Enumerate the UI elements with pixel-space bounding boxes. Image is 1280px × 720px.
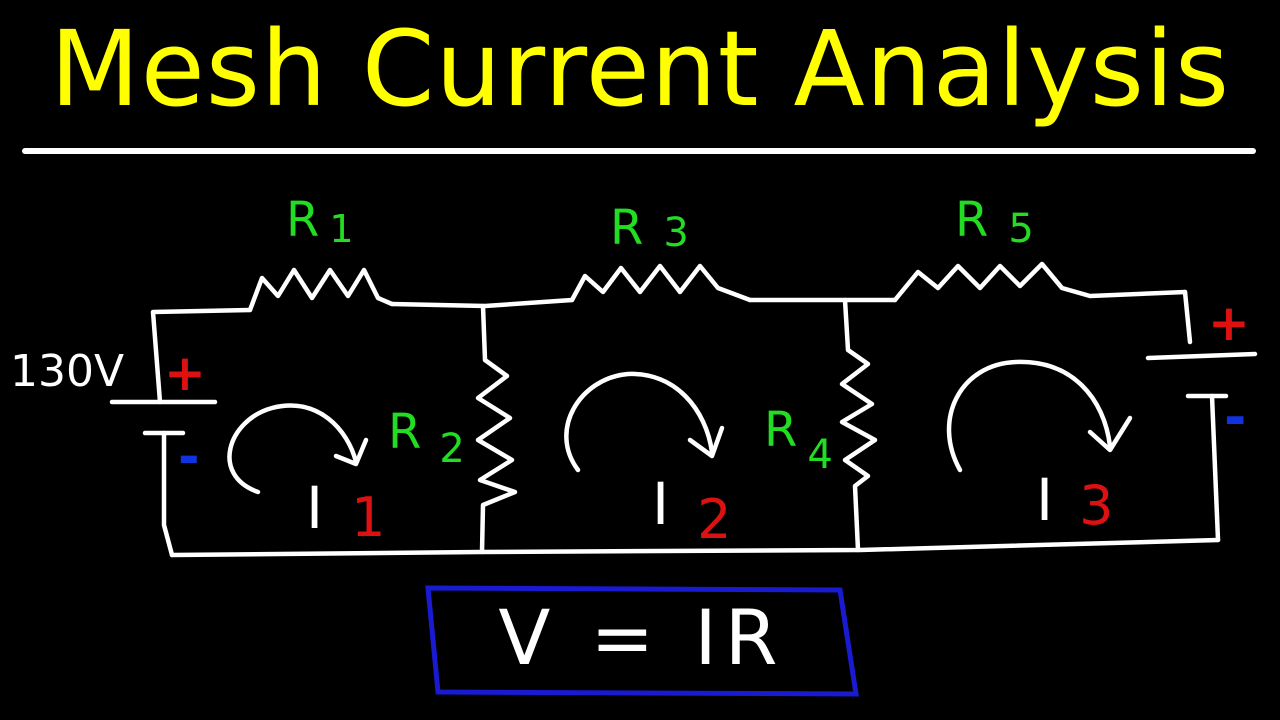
wire-bottom: [169, 537, 1221, 558]
mesh-current-i1-letter: I: [306, 474, 323, 542]
wire-right-top: [1182, 289, 1193, 345]
wire-left-top: [150, 307, 253, 405]
resistor-r2: [475, 303, 518, 555]
resistor-r2-subscript: 2: [439, 426, 464, 472]
resistor-r3-subscript: 3: [663, 210, 688, 256]
mesh-current-i2-letter: I: [652, 470, 669, 538]
mesh-current-i3-subscript: 3: [1079, 474, 1113, 537]
resistor-r5-subscript: 5: [1008, 206, 1033, 252]
wire-left-bottom: [161, 430, 175, 558]
left-plus-sign: +: [164, 344, 206, 402]
resistor-r3-letter: R: [610, 200, 643, 256]
mesh-arrow-3-head: [1087, 415, 1133, 453]
source-voltage-label: 130V: [10, 346, 124, 397]
resistor-r4-letter: R: [764, 402, 797, 458]
wire-right-bottom: [1209, 393, 1221, 543]
page-title: Mesh Current Analysis: [49, 8, 1231, 130]
resistor-r1-letter: R: [286, 192, 319, 248]
mesh-current-i2-subscript: 2: [697, 488, 731, 551]
title-underline: [22, 148, 1256, 154]
right-minus-sign: -: [1224, 386, 1246, 449]
mesh-arrow-3: [946, 359, 1113, 473]
mesh-arrow-1-head: [333, 437, 369, 467]
mesh-arrow-2: [564, 371, 715, 473]
resistor-r3: [569, 263, 753, 303]
resistor-r4: [839, 297, 878, 553]
resistor-r4-subscript: 4: [807, 432, 832, 478]
resistor-r5: [892, 261, 1188, 303]
right-plus-sign: +: [1208, 294, 1250, 352]
resistor-r1: [247, 267, 395, 313]
battery-right-long-plate: [1145, 351, 1258, 361]
mesh-arrow-2-head: [687, 425, 725, 459]
mesh-current-i1-subscript: 1: [351, 486, 385, 549]
ohms-law-formula: V = IR: [498, 593, 785, 682]
mesh-arrow-1: [227, 403, 359, 495]
mesh-current-i3-letter: I: [1036, 466, 1053, 534]
left-minus-sign: -: [178, 427, 200, 487]
resistor-r2-letter: R: [388, 404, 421, 460]
formula-box: [425, 585, 859, 697]
resistor-r1-subscript: 1: [329, 207, 353, 251]
resistor-r5-letter: R: [955, 192, 988, 248]
